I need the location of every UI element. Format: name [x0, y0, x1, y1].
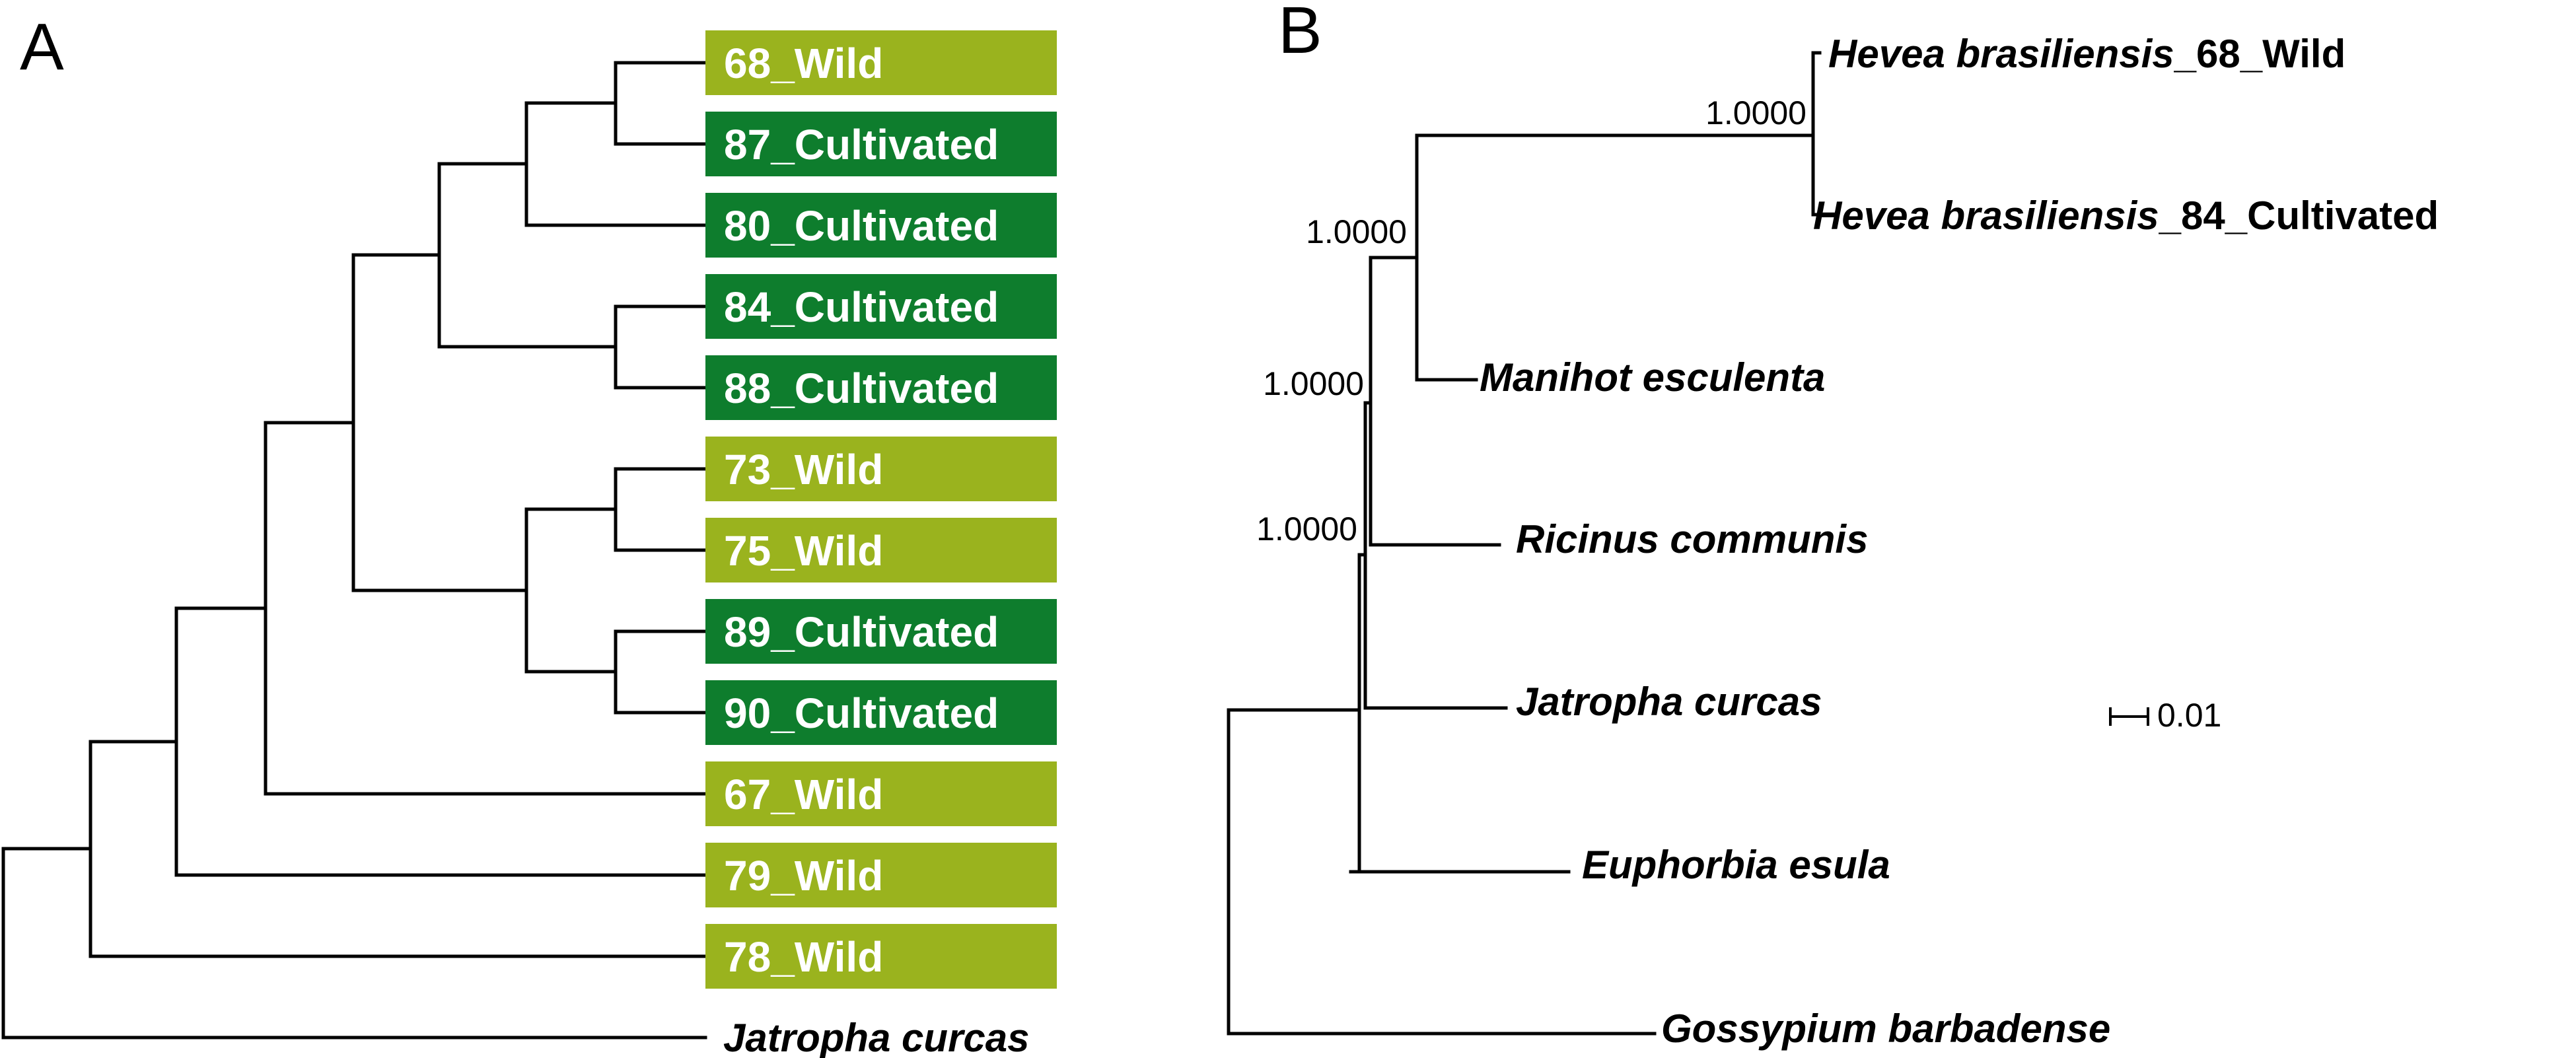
scale-bar-line — [2109, 707, 2149, 726]
tip-label-text: 80_Cultivated — [724, 202, 999, 250]
panel-a-tip-labels: 68_Wild 87_Cultivated 80_Cultivated 84_Cult… — [705, 30, 1057, 989]
tip-label-box — [705, 924, 1057, 989]
taxon-euphorbia: Euphorbia esula — [1582, 843, 1890, 887]
tip-label-box — [705, 761, 1057, 826]
tip-label-box — [705, 30, 1057, 95]
tip-label-text: 75_Wild — [724, 527, 883, 575]
tip-label-88-cultivated: 88_Cultivated — [705, 355, 1057, 420]
panel-a-tree-branches — [1, 61, 707, 1040]
tip-label-68-wild: 68_Wild — [705, 30, 1057, 95]
panel-a-letter: A — [20, 10, 64, 84]
taxon-suffix: _68_Wild — [2174, 32, 2346, 76]
tip-label-75-wild: 75_Wild — [705, 518, 1057, 582]
taxon-suffix: _84_Cultivated — [2159, 194, 2439, 238]
tip-label-text: 90_Cultivated — [724, 689, 999, 737]
taxon-manihot: Manihot esculenta — [1480, 355, 1825, 400]
node-68-87-80 — [437, 101, 528, 227]
panel-b: B Hevea brasiliensis_68_Wild — [1227, 0, 2439, 1051]
panel-a: A — [1, 10, 1057, 1058]
panel-b-support-values: 1.0000 1.0000 1.0000 1.0000 — [1256, 94, 1807, 547]
tip-label-84-cultivated: 84_Cultivated — [705, 274, 1057, 339]
tip-label-text: 89_Cultivated — [724, 608, 999, 656]
tip-label-78-wild: 78_Wild — [705, 924, 1057, 989]
tip-label-90-cultivated: 90_Cultivated — [705, 680, 1057, 745]
tip-label-box — [705, 437, 1057, 501]
tip-label-87-cultivated: 87_Cultivated — [705, 112, 1057, 176]
scale-bar-label: 0.01 — [2157, 697, 2221, 734]
tip-label-box — [705, 193, 1057, 258]
node-73-75 — [524, 467, 618, 552]
tip-label-67-wild: 67_Wild — [705, 761, 1057, 826]
tip-label-box — [705, 355, 1057, 420]
tip-label-text: 73_Wild — [724, 446, 883, 493]
tip-label-89-cultivated: 89_Cultivated — [705, 599, 1057, 664]
node-add-79 — [89, 606, 178, 877]
node-root-b — [1227, 708, 1353, 1036]
tip-label-text: 68_Wild — [724, 40, 883, 87]
node-89-90 — [524, 629, 618, 715]
node-add-67 — [174, 421, 268, 796]
support-value-ricinus-node: 1.0000 — [1263, 365, 1364, 402]
outgroup-label: Jatropha curcas — [723, 1016, 1030, 1058]
tip-label-box — [705, 518, 1057, 582]
panel-b-letter: B — [1278, 0, 1322, 67]
tip-label-box — [705, 680, 1057, 745]
node-upper-cluster — [351, 162, 441, 349]
support-value-hevea-manihot: 1.0000 — [1306, 213, 1407, 250]
tip-label-text: 67_Wild — [724, 771, 883, 818]
tip-label-79-wild: 79_Wild — [705, 843, 1057, 907]
taxon-gossypium: Gossypium barbadense — [1661, 1006, 2110, 1051]
panel-b-tree-branches — [1227, 51, 1822, 1036]
node-add-78 — [1, 740, 92, 958]
tip-label-text: 78_Wild — [724, 933, 883, 981]
tip-label-80-cultivated: 80_Cultivated — [705, 193, 1057, 258]
tip-label-box — [705, 843, 1057, 907]
taxon-hevea-84-cultivated: Hevea brasiliensis_84_Cultivated — [1813, 194, 2439, 238]
tip-label-73-wild: 73_Wild — [705, 437, 1057, 501]
tip-label-text: 88_Cultivated — [724, 365, 999, 412]
node-hevea-manihot — [1369, 133, 1419, 382]
support-value-jatropha-node: 1.0000 — [1256, 511, 1357, 547]
tip-label-box — [705, 112, 1057, 176]
taxon-jatropha: Jatropha curcas — [1516, 680, 1822, 724]
panel-b-taxon-labels: Hevea brasiliensis_68_Wild Hevea brasili… — [1480, 32, 2439, 1051]
taxon-hevea-68-wild: Hevea brasiliensis_68_Wild — [1828, 32, 2345, 76]
node-lower-cluster — [351, 507, 528, 674]
support-value-hevea: 1.0000 — [1705, 94, 1807, 131]
taxon-ricinus: Ricinus communis — [1516, 517, 1868, 561]
tip-label-box — [705, 274, 1057, 339]
tip-label-text: 84_Cultivated — [724, 283, 999, 331]
node-upper-lower — [264, 253, 355, 592]
node-68-87 — [524, 61, 618, 146]
tip-label-text: 87_Cultivated — [724, 121, 999, 168]
taxon-italic-part: Hevea brasiliensis — [1828, 32, 2174, 76]
scale-bar: 0.01 — [2109, 697, 2221, 734]
tip-label-text: 79_Wild — [724, 852, 883, 899]
node-84-88 — [437, 304, 618, 390]
node-add-euphorbia — [1349, 553, 1361, 874]
tip-label-box — [705, 599, 1057, 664]
taxon-italic-part: Hevea brasiliensis — [1813, 194, 2159, 238]
